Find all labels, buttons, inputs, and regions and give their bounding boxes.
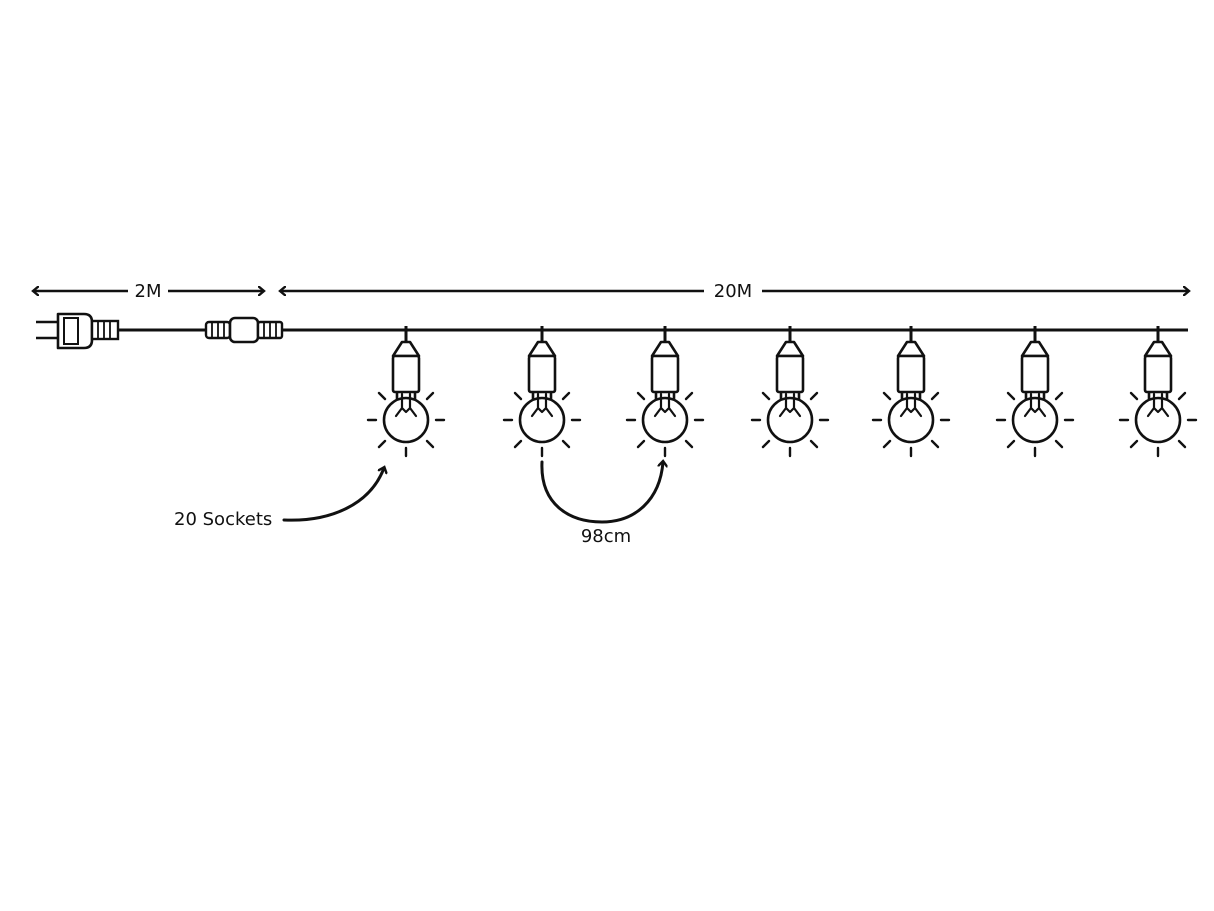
string-dimension: 20M [281, 281, 1188, 302]
sockets-callout: 20 Sockets [174, 468, 384, 530]
sockets-label: 20 Sockets [174, 509, 272, 530]
bulb-icon [1118, 324, 1198, 458]
connector-icon [204, 316, 284, 344]
bulb-icon [871, 324, 951, 458]
bulb-icon [995, 324, 1075, 458]
spacing-callout: 98cm [540, 462, 663, 547]
plug-icon [36, 312, 120, 350]
bulb-icon [625, 324, 705, 458]
bulb-icon [366, 324, 446, 458]
spacing-label: 98cm [581, 526, 631, 547]
bulb-icon [750, 324, 830, 458]
lead-dimension: 2M [34, 281, 263, 302]
bulb-icon [502, 324, 582, 458]
bulb-row [366, 324, 1198, 458]
lead-length-label: 2M [135, 281, 162, 302]
string-length-label: 20M [714, 281, 752, 302]
arrow-icon [282, 468, 384, 522]
arrow-icon [540, 462, 663, 524]
